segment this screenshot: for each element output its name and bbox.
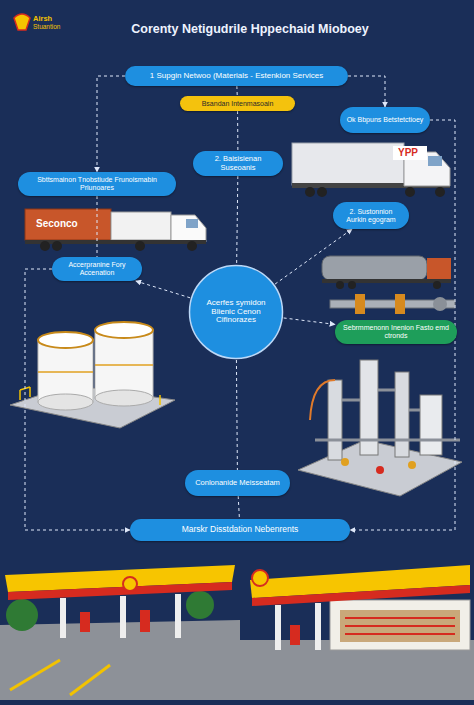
label-text: Seconco	[36, 218, 78, 229]
pipeline-valves	[330, 294, 455, 314]
label-text: Stuantion	[33, 23, 60, 30]
dashed-connector	[25, 269, 130, 530]
dashed-connector	[237, 176, 238, 264]
white-truck	[292, 143, 450, 197]
node-text: Sbttsmainon Tnobstiude Frunoismabin Priu…	[24, 176, 170, 191]
label-text: YPP	[398, 147, 418, 158]
dashed-connector	[97, 76, 125, 172]
dashed-connector	[237, 111, 238, 151]
logo-icon	[14, 14, 30, 30]
process-pill: Ok Bbpuns Betstetctioey	[340, 107, 430, 133]
node-text: Accerpranine Fory Accenation	[58, 261, 136, 276]
node-text: Bsandan Intenmasoain	[202, 100, 274, 108]
node-text: 1 Supgin Netwoo (Materials - Estenkion S…	[150, 72, 323, 81]
dashed-connector	[284, 318, 335, 324]
dashed-connector	[348, 76, 385, 107]
dashed-connector	[97, 196, 98, 257]
node-text: Ok Bbpuns Betstetctioey	[347, 116, 424, 124]
process-pill: Conlonanide Meisseatam	[185, 470, 290, 496]
dashed-connector	[238, 496, 239, 519]
process-pill: Sebrmmenonn Inenion Fasto emd ctronds	[335, 320, 457, 344]
process-pill: 2. Baisisienan Suseoanis	[193, 151, 283, 176]
dashed-connector	[236, 360, 238, 470]
refinery-plant	[298, 360, 462, 496]
node-text: Marskr Disstdation Nebenrents	[182, 525, 299, 534]
hub-circle: Acerfes symidon Blienic Cenon Cifinoraze…	[188, 264, 284, 360]
node-text: Sebrmmenonn Inenion Fasto emd ctronds	[341, 324, 451, 339]
title-text: Corenty Netigudrile Hppechaid Mioboey	[40, 22, 460, 36]
dashed-connector	[236, 86, 237, 96]
node-text: 2. Baisisienan Suseoanis	[199, 155, 277, 172]
node-text: Acerfes symidon Blienic Cenon Cifinoraze…	[198, 299, 274, 325]
process-pill: Marskr Disstdation Nebenrents	[130, 519, 350, 541]
gas-station-left	[0, 565, 240, 700]
process-pill: Bsandan Intenmasoain	[180, 96, 295, 111]
label-text: Airsh	[33, 14, 52, 23]
tanker-truck	[322, 256, 451, 289]
process-pill: Sbttsmainon Tnobstiude Frunoismabin Priu…	[18, 172, 176, 196]
dashed-connector	[136, 281, 190, 298]
process-pill: 1 Supgin Netwoo (Materials - Estenkion S…	[125, 66, 348, 86]
node-text: Conlonanide Meisseatam	[195, 479, 280, 487]
gas-station-right	[240, 565, 474, 700]
process-pill: Accerpranine Fory Accenation	[52, 257, 142, 281]
orange-truck	[25, 209, 206, 251]
node-text: 2. Sustonnion Aurkin egogram	[339, 208, 403, 223]
storage-tanks	[10, 322, 175, 428]
dashed-connector	[275, 229, 352, 284]
process-pill: 2. Sustonnion Aurkin egogram	[333, 202, 409, 229]
